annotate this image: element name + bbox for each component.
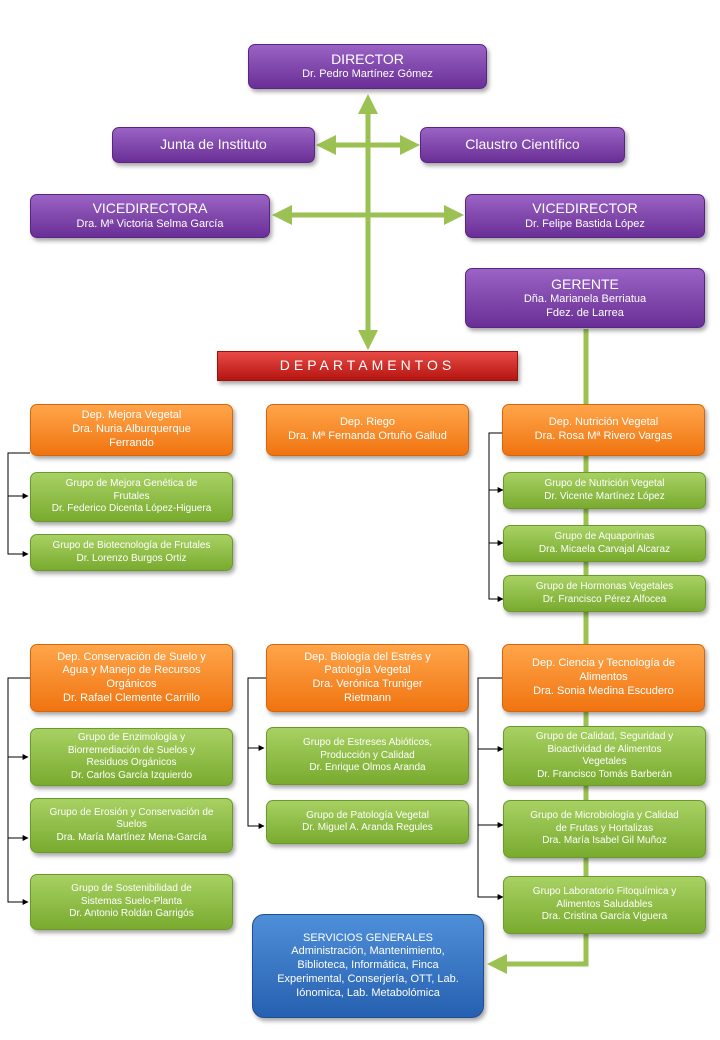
- vicedirectora-title: VICEDIRECTORA: [92, 200, 208, 217]
- grupo-enzimologia-line1: Grupo de Enzimología y: [77, 732, 186, 743]
- dep-mejora-line1: Dep. Mejora Vegetal: [81, 409, 182, 422]
- grupo-patologia-line1: Grupo de Patología Vegetal: [306, 809, 429, 821]
- claustro-label: Claustro Científico: [465, 136, 580, 153]
- dep-biologia-line4: Rietmann: [343, 691, 392, 704]
- dep-ciencia-line2: Alimentos: [579, 671, 628, 684]
- servicios-line2: Administración, Mantenimiento,: [291, 945, 445, 958]
- grupo-estreses-abioticos: Grupo de Estreses Abióticos, Producción …: [266, 727, 469, 785]
- grupo-microbiologia: Grupo de Microbiología y Calidad de Frut…: [503, 800, 706, 858]
- grupo-calidad-line4: Dr. Francisco Tomás Barberán: [537, 768, 672, 780]
- dep-nutricion-line2: Dra. Rosa Mª Rivero Vargas: [534, 430, 673, 442]
- grupo-aquaporinas: Grupo de Aquaporinas Dra. Micaela Carvaj…: [503, 525, 706, 562]
- grupo-nutricion-line2: Dr. Vicente Martínez López: [544, 490, 665, 502]
- junta-label: Junta de Instituto: [160, 136, 267, 153]
- dep-conservacion-line3: Orgánicos: [106, 678, 157, 690]
- grupo-aquaporinas-line1: Grupo de Aquaporinas: [554, 531, 655, 542]
- gerente-name-line1: Dña. Marianela Berriatua: [523, 293, 647, 305]
- servicios-title: SERVICIOS GENERALES: [302, 931, 433, 944]
- grupo-estreses-line1: Grupo de Estreses Abióticos,: [303, 737, 432, 749]
- dep-biologia-line3: Dra. Verónica Truniger: [312, 678, 423, 690]
- grupo-enzimologia-line2: Biorremediación de Suelos y: [67, 744, 196, 756]
- grupo-sostenibilidad: Grupo de Sostenibilidad de Sistemas Suel…: [30, 874, 233, 930]
- grupo-hormonas-vegetales: Grupo de Hormonas Vegetales Dr. Francisc…: [503, 575, 706, 612]
- grupo-nutricion-vegetal: Grupo de Nutrición Vegetal Dr. Vicente M…: [503, 472, 706, 509]
- grupo-fitoquimica-line3: Dra. Cristina García Viguera: [541, 911, 668, 923]
- grupo-microbiologia-line1: Grupo de Microbiología y Calidad: [530, 810, 679, 822]
- dep-biologia-estres: Dep. Biología del Estrés y Patología Veg…: [266, 644, 469, 712]
- dep-mejora-vegetal: Dep. Mejora Vegetal Dra. Nuria Alburquer…: [30, 404, 233, 456]
- dep-ciencia-line1: Dep. Ciencia y Tecnología de: [532, 657, 675, 670]
- grupo-estreses-line2: Producción y Calidad: [320, 749, 415, 761]
- grupo-biotec-line2: Dr. Lorenzo Burgos Ortiz: [76, 552, 187, 564]
- dep-ciencia-tecnologia-alimentos: Dep. Ciencia y Tecnología de Alimentos D…: [502, 644, 705, 712]
- grupo-enzimologia-line4: Dr. Carlos García Izquierdo: [70, 769, 193, 781]
- grupo-hormonas-line2: Dr. Francisco Pérez Alfocea: [542, 593, 667, 605]
- grupo-mejora-genetica-line1: Grupo de Mejora Genética de: [65, 478, 198, 490]
- servicios-line5: Iónomica, Lab. Metabolómica: [296, 986, 440, 999]
- departamentos-banner: DEPARTAMENTOS: [217, 351, 518, 381]
- grupo-enzimologia-line3: Residuos Orgánicos: [86, 757, 177, 768]
- junta-box: Junta de Instituto: [112, 127, 315, 163]
- vicedirector-name: Dr. Felipe Bastida López: [525, 217, 645, 230]
- gerente-box: GERENTE Dña. Marianela Berriatua Fdez. d…: [465, 268, 705, 328]
- dep-riego-line1: Dep. Riego: [339, 416, 396, 429]
- dep-ciencia-line3: Dra. Sonia Medina Escudero: [533, 684, 674, 697]
- grupo-calidad-line3: Vegetales: [582, 756, 627, 767]
- grupo-nutricion-line1: Grupo de Nutrición Vegetal: [544, 478, 665, 489]
- grupo-fitoquimica: Grupo Laboratorio Fitoquímica y Alimento…: [503, 876, 706, 934]
- grupo-patologia-vegetal: Grupo de Patología Vegetal Dr. Miguel A.…: [266, 800, 469, 844]
- vicedirectora-box: VICEDIRECTORA Dra. Mª Victoria Selma Gar…: [30, 194, 270, 238]
- servicios-line3: Biblioteca, Informática, Finca: [297, 959, 439, 972]
- grupo-mejora-genetica-line3: Dr. Federico Dicenta López-Higuera: [51, 503, 212, 515]
- dep-conservacion-suelo: Dep. Conservación de Suelo y Agua y Mane…: [30, 644, 233, 712]
- dep-riego-line2: Dra. Mª Fernanda Ortuño Gallud: [288, 430, 447, 442]
- director-title: DIRECTOR: [331, 50, 404, 67]
- grupo-calidad-line2: Bioactividad de Alimentos: [547, 743, 662, 755]
- grupo-estreses-line3: Dr. Enrique Olmos Aranda: [309, 762, 426, 774]
- grupo-biotecnologia: Grupo de Biotecnología de Frutales Dr. L…: [30, 534, 233, 571]
- grupo-mejora-genetica: Grupo de Mejora Genética de Frutales Dr.…: [30, 472, 233, 522]
- dep-conservacion-line2: Agua y Manejo de Recursos: [62, 664, 201, 677]
- grupo-microbiologia-line2: de Frutas y Hortalizas: [555, 822, 654, 834]
- grupo-sostenibilidad-line2: Sistemas Suelo-Planta: [80, 895, 183, 907]
- grupo-sostenibilidad-line3: Dr. Antonio Roldán Garrigós: [69, 908, 194, 920]
- departamentos-label: DEPARTAMENTOS: [279, 357, 456, 374]
- director-name: Dr. Pedro Martínez Gómez: [302, 68, 433, 81]
- dep-biologia-line1: Dep. Biología del Estrés y: [304, 650, 431, 663]
- dep-nutricion-vegetal: Dep. Nutrición Vegetal Dra. Rosa Mª Rive…: [502, 404, 705, 456]
- grupo-hormonas-line1: Grupo de Hormonas Vegetales: [535, 581, 674, 592]
- gerente-title: GERENTE: [551, 275, 619, 292]
- grupo-mejora-genetica-line2: Frutales: [113, 490, 150, 502]
- gerente-name-line2: Fdez. de Larrea: [546, 306, 624, 319]
- dep-mejora-line2: Dra. Nuria Alburquerque: [72, 423, 191, 436]
- dep-nutricion-line1: Dep. Nutrición Vegetal: [548, 416, 659, 429]
- grupo-erosion-line2: Suelos: [116, 819, 147, 831]
- grupo-erosion-line3: Dra. María Martínez Mena-García: [56, 831, 207, 843]
- grupo-patologia-line2: Dr. Miguel A. Aranda Regules: [302, 822, 433, 833]
- dep-conservacion-line1: Dep. Conservación de Suelo y: [57, 650, 206, 663]
- grupo-enzimologia: Grupo de Enzimología y Biorremediación d…: [30, 728, 233, 786]
- director-box: DIRECTOR Dr. Pedro Martínez Gómez: [248, 44, 487, 89]
- grupo-aquaporinas-line2: Dra. Micaela Carvajal Alcaraz: [538, 543, 671, 555]
- grupo-sostenibilidad-line1: Grupo de Sostenibilidad de: [71, 883, 192, 895]
- grupo-microbiologia-line3: Dra. María Isabel Gil Muñoz: [542, 835, 667, 847]
- claustro-box: Claustro Científico: [420, 127, 625, 163]
- grupo-erosion: Grupo de Erosión y Conservación de Suelo…: [30, 798, 233, 853]
- grupo-fitoquimica-line2: Alimentos Saludables: [556, 898, 653, 910]
- grupo-biotec-line1: Grupo de Biotecnología de Frutales: [52, 540, 211, 551]
- vicedirector-title: VICEDIRECTOR: [532, 200, 638, 217]
- vicedirector-box: VICEDIRECTOR Dr. Felipe Bastida López: [465, 194, 705, 238]
- dep-riego: Dep. Riego Dra. Mª Fernanda Ortuño Gallu…: [266, 404, 469, 456]
- vicedirectora-name: Dra. Mª Victoria Selma García: [76, 217, 224, 230]
- grupo-erosion-line1: Grupo de Erosión y Conservación de: [49, 806, 214, 818]
- dep-mejora-line3: Ferrando: [109, 436, 154, 449]
- servicios-line4: Experimental, Conserjería, OTT, Lab.: [277, 972, 459, 985]
- dep-conservacion-line4: Dr. Rafael Clemente Carrillo: [63, 691, 200, 704]
- grupo-calidad-line1: Grupo de Calidad, Seguridad y: [535, 731, 674, 742]
- servicios-generales-box: SERVICIOS GENERALES Administración, Mant…: [252, 914, 484, 1018]
- dep-biologia-line2: Patología Vegetal: [324, 664, 411, 677]
- grupo-calidad-seguridad: Grupo de Calidad, Seguridad y Bioactivid…: [503, 726, 706, 786]
- grupo-fitoquimica-line1: Grupo Laboratorio Fitoquímica y: [532, 886, 677, 898]
